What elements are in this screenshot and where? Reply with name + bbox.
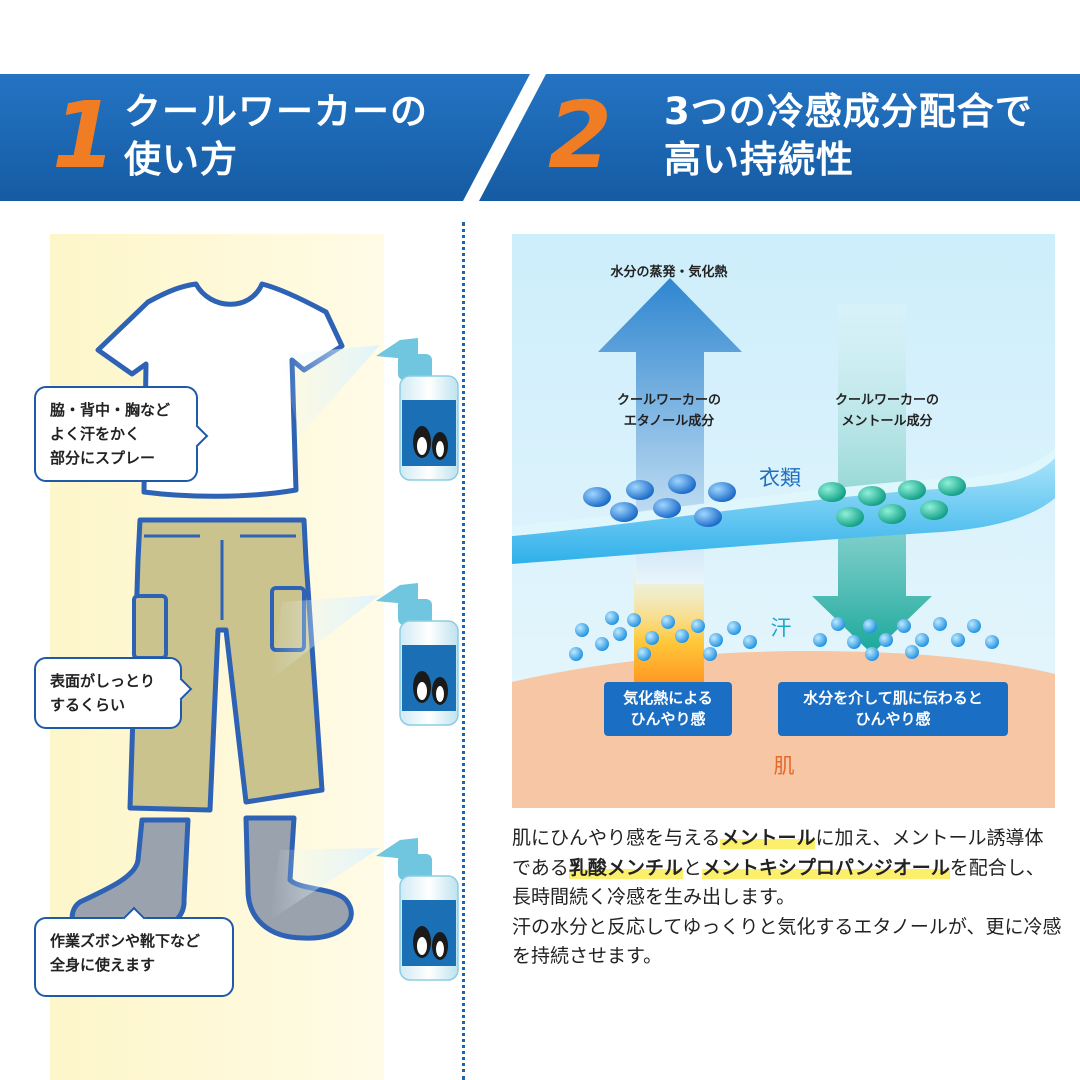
section2-title: 3つの冷感成分配合で 高い持続性 bbox=[664, 90, 1033, 181]
description-text: 肌にひんやり感を与えるメントールに加え、メントール誘導体である乳酸メンチルとメン… bbox=[512, 824, 1062, 972]
ethanol-arrow bbox=[598, 278, 742, 584]
spray-bottle-icon bbox=[376, 338, 459, 481]
banner-background bbox=[0, 74, 1080, 201]
section-divider bbox=[462, 222, 465, 1080]
cooling-diagram: 水分の蒸発・気化熱 クールワーカーの エタノール成分 クールワーカーの メントー… bbox=[512, 234, 1055, 808]
section2-number: 2 bbox=[548, 82, 613, 189]
skin-label: 肌 bbox=[773, 754, 795, 778]
ethanol-drops bbox=[583, 474, 736, 527]
highlight-menthyl-lactate: 乳酸メンチル bbox=[568, 856, 683, 879]
text-part: に加え、メントール誘導体である bbox=[512, 827, 1044, 879]
text-part: 汗の水分と反応してゆっくりと気化するエタノールが、更に冷感を持続させます。 bbox=[512, 915, 1062, 968]
callout-pants: 表面がしっとり するくらい bbox=[34, 657, 182, 729]
clothes-label: 衣類 bbox=[759, 466, 801, 490]
menthol-cooling-box: 水分を介して肌に伝わると ひんやり感 bbox=[778, 682, 1008, 736]
section1-number: 1 bbox=[52, 82, 117, 189]
header-banner: 1 クールワーカーの 使い方 2 3つの冷感成分配合で 高い持続性 bbox=[0, 74, 1080, 201]
ethanol-label: クールワーカーの エタノール成分 bbox=[616, 393, 721, 429]
section1-title: クールワーカーの 使い方 bbox=[124, 90, 428, 181]
spray-bottle-icon bbox=[376, 583, 459, 726]
sweat-label: 汗 bbox=[770, 616, 792, 640]
spray-bottle-icon bbox=[376, 838, 459, 981]
text-part: と bbox=[682, 856, 702, 879]
menthol-drops bbox=[818, 476, 966, 527]
evaporative-cooling-box: 気化熱による ひんやり感 bbox=[604, 682, 732, 736]
text-part: を配合し、長時間続く冷感を生み出します。 bbox=[512, 856, 1045, 909]
evaporation-label: 水分の蒸発・気化熱 bbox=[610, 265, 728, 280]
text-part: 肌にひんやり感を与える bbox=[512, 827, 721, 849]
menthol-arrow bbox=[812, 304, 932, 654]
highlight-menthol: メントール bbox=[720, 827, 816, 849]
highlight-menthoxypropanediol: メントキシプロパンジオール bbox=[701, 856, 950, 879]
menthol-label: クールワーカーの メントール成分 bbox=[834, 393, 939, 429]
callout-socks: 作業ズボンや靴下など 全身に使えます bbox=[34, 917, 234, 997]
sweat-drops bbox=[569, 611, 999, 661]
callout-shirt: 脇・背中・胸など よく汗をかく 部分にスプレー bbox=[34, 386, 198, 482]
